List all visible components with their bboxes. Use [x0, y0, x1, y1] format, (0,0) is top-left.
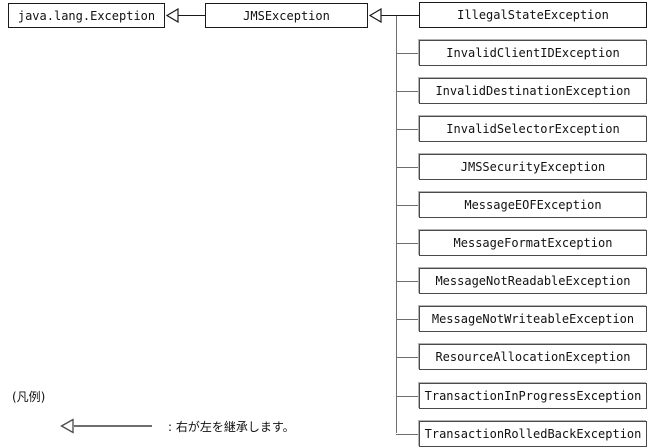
class-box-label: java.lang.Exception [17, 8, 156, 23]
class-box-subclass[interactable]: MessageNotWriteableException [419, 306, 647, 332]
class-box-jmsexception[interactable]: JMSException [205, 3, 368, 28]
class-box-subclass[interactable]: IllegalStateException [419, 2, 647, 28]
class-box-java-lang-exception[interactable]: java.lang.Exception [8, 3, 165, 28]
legend-title: (凡例) [12, 390, 46, 404]
class-box-label: InvalidClientIDException [446, 46, 620, 60]
edge-trunk-to-subclass [396, 53, 419, 54]
class-box-label: InvalidSelectorException [446, 122, 620, 136]
class-box-label: MessageNotReadableException [435, 274, 631, 288]
edge-trunk-to-subclass [396, 281, 419, 282]
class-box-label: JMSException [243, 8, 330, 23]
class-box-subclass[interactable]: JMSSecurityException [419, 154, 647, 180]
legend-arrow-line [74, 425, 152, 427]
class-box-label: ResourceAllocationException [435, 350, 631, 364]
class-box-label: JMSSecurityException [460, 160, 606, 174]
edge-trunk-to-subclass [396, 243, 419, 244]
edge-jmsexception-to-trunk [381, 15, 397, 16]
class-box-subclass[interactable]: TransactionRolledBackException [419, 421, 647, 447]
class-box-label: TransactionRolledBackException [424, 427, 642, 441]
edge-trunk-to-subclass [396, 319, 419, 320]
edge-trunk-to-subclass [396, 434, 419, 435]
edge-root-to-jmsexception [178, 15, 205, 16]
class-box-label: MessageNotWriteableException [431, 312, 635, 326]
edge-trunk-to-subclass [396, 15, 419, 16]
class-box-subclass[interactable]: InvalidDestinationException [419, 78, 647, 104]
edge-trunk-to-subclass [396, 91, 419, 92]
class-box-subclass[interactable]: MessageFormatException [419, 230, 647, 256]
class-box-subclass[interactable]: ResourceAllocationException [419, 344, 647, 370]
class-box-label: TransactionInProgressException [424, 389, 642, 403]
class-box-subclass[interactable]: TransactionInProgressException [419, 383, 647, 409]
legend-description: : 右が左を継承します。 [168, 420, 295, 434]
class-box-subclass[interactable]: MessageNotReadableException [419, 268, 647, 294]
edge-trunk-to-subclass [396, 357, 419, 358]
trunk-line [396, 15, 397, 433]
class-box-subclass[interactable]: MessageEOFException [419, 192, 647, 218]
class-box-subclass[interactable]: InvalidSelectorException [419, 116, 647, 142]
class-box-subclass[interactable]: InvalidClientIDException [419, 40, 647, 66]
class-box-label: IllegalStateException [457, 8, 609, 22]
class-box-label: InvalidDestinationException [435, 84, 631, 98]
class-box-label: MessageFormatException [453, 236, 613, 250]
edge-trunk-to-subclass [396, 167, 419, 168]
class-box-label: MessageEOFException [464, 198, 602, 212]
edge-trunk-to-subclass [396, 129, 419, 130]
legend-generalization-arrow-icon [60, 418, 75, 438]
edge-trunk-to-subclass [396, 205, 419, 206]
edge-trunk-to-subclass [396, 396, 419, 397]
